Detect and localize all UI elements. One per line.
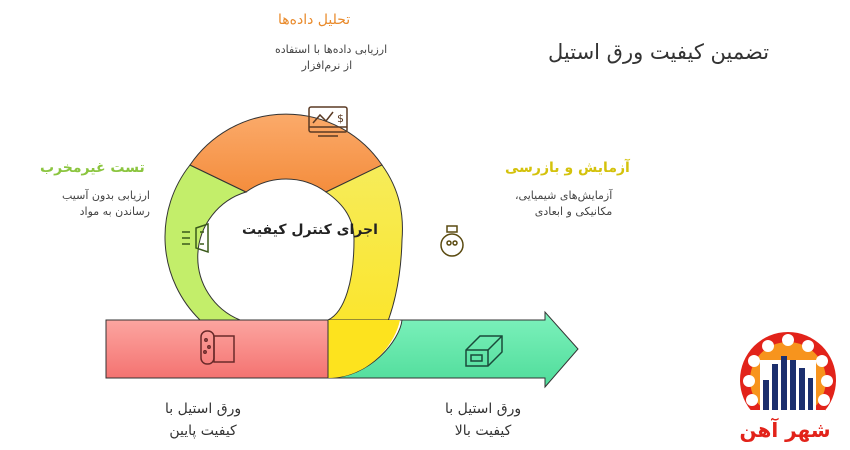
label-line: کیفیت بالا [454,423,512,439]
desc-line: ارزیابی داده‌ها با استفاده [275,43,388,56]
steel-bar-icon [465,335,503,367]
step-desc-data-analysis: ارزیابی داده‌ها با استفاده از نرم‌افزار [275,42,387,74]
step-desc-ndt: ارزیابی بدون آسیب رساندن به مواد [62,188,150,220]
logo-text: شهر آهن [740,417,831,442]
desc-line: رساندن به مواد [79,205,150,218]
segment-data-analysis [189,113,383,193]
end-label: ورق استیل با کیفیت بالا [445,398,521,442]
ultrasound-icon [182,222,209,254]
step-desc-testing: آزمایش‌های شیمیایی، مکانیکی و ابعادی [515,188,612,220]
label-line: کیفیت پایین [169,423,237,439]
page-title: تضمین کیفیت ورق استیل [548,40,770,64]
center-label: اجرای کنترل کیفیت [242,222,378,238]
desc-line: مکانیکی و ابعادی [534,205,613,218]
label-line: ورق استیل با [165,401,242,417]
desc-line: آزمایش‌های شیمیایی، [515,189,613,202]
label-line: ورق استیل با [445,401,522,417]
rolled-sheet-icon [200,330,235,365]
desc-line: از نرم‌افزار [301,59,353,72]
step-title-data-analysis: تحلیل داده‌ها [278,12,351,28]
end-arrow [327,310,579,389]
desc-line: ارزیابی بدون آسیب [62,189,150,202]
svg-text:$: $ [337,112,344,125]
shahr-ahan-logo: شهر آهن [740,332,836,442]
step-title-ndt: تست غیرمخرب [40,160,145,176]
start-label: ورق استیل با کیفیت پایین [165,398,241,442]
flask-icon [440,225,464,257]
start-box [105,319,329,379]
segment-ndt [164,164,248,321]
monitor-chart-icon: $ [308,106,348,137]
step-title-testing: آزمایش و بازرسی [505,160,630,176]
